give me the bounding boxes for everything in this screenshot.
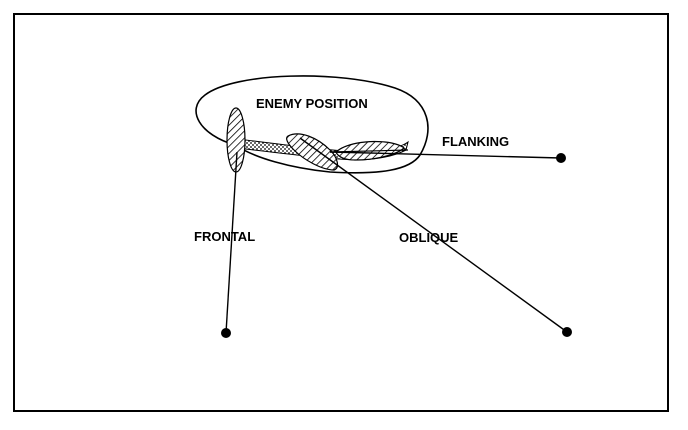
flanking-label: FLANKING [442,134,509,149]
flanking-fire-extension [329,149,409,153]
flanking-weapon-position [556,153,566,163]
enemy-position-label: ENEMY POSITION [256,96,368,111]
oblique-fire-line [299,137,568,333]
oblique-beaten-zone [286,133,339,171]
flanking-fire-line [329,151,562,159]
frontal-weapon-position [221,328,231,338]
frontal-fire-line [225,151,238,334]
diagram-frame [13,13,669,412]
oblique-weapon-position [562,327,572,337]
oblique-label: OBLIQUE [399,230,459,245]
enemy-position-outline [195,75,429,174]
frontal-label: FRONTAL [194,229,255,244]
